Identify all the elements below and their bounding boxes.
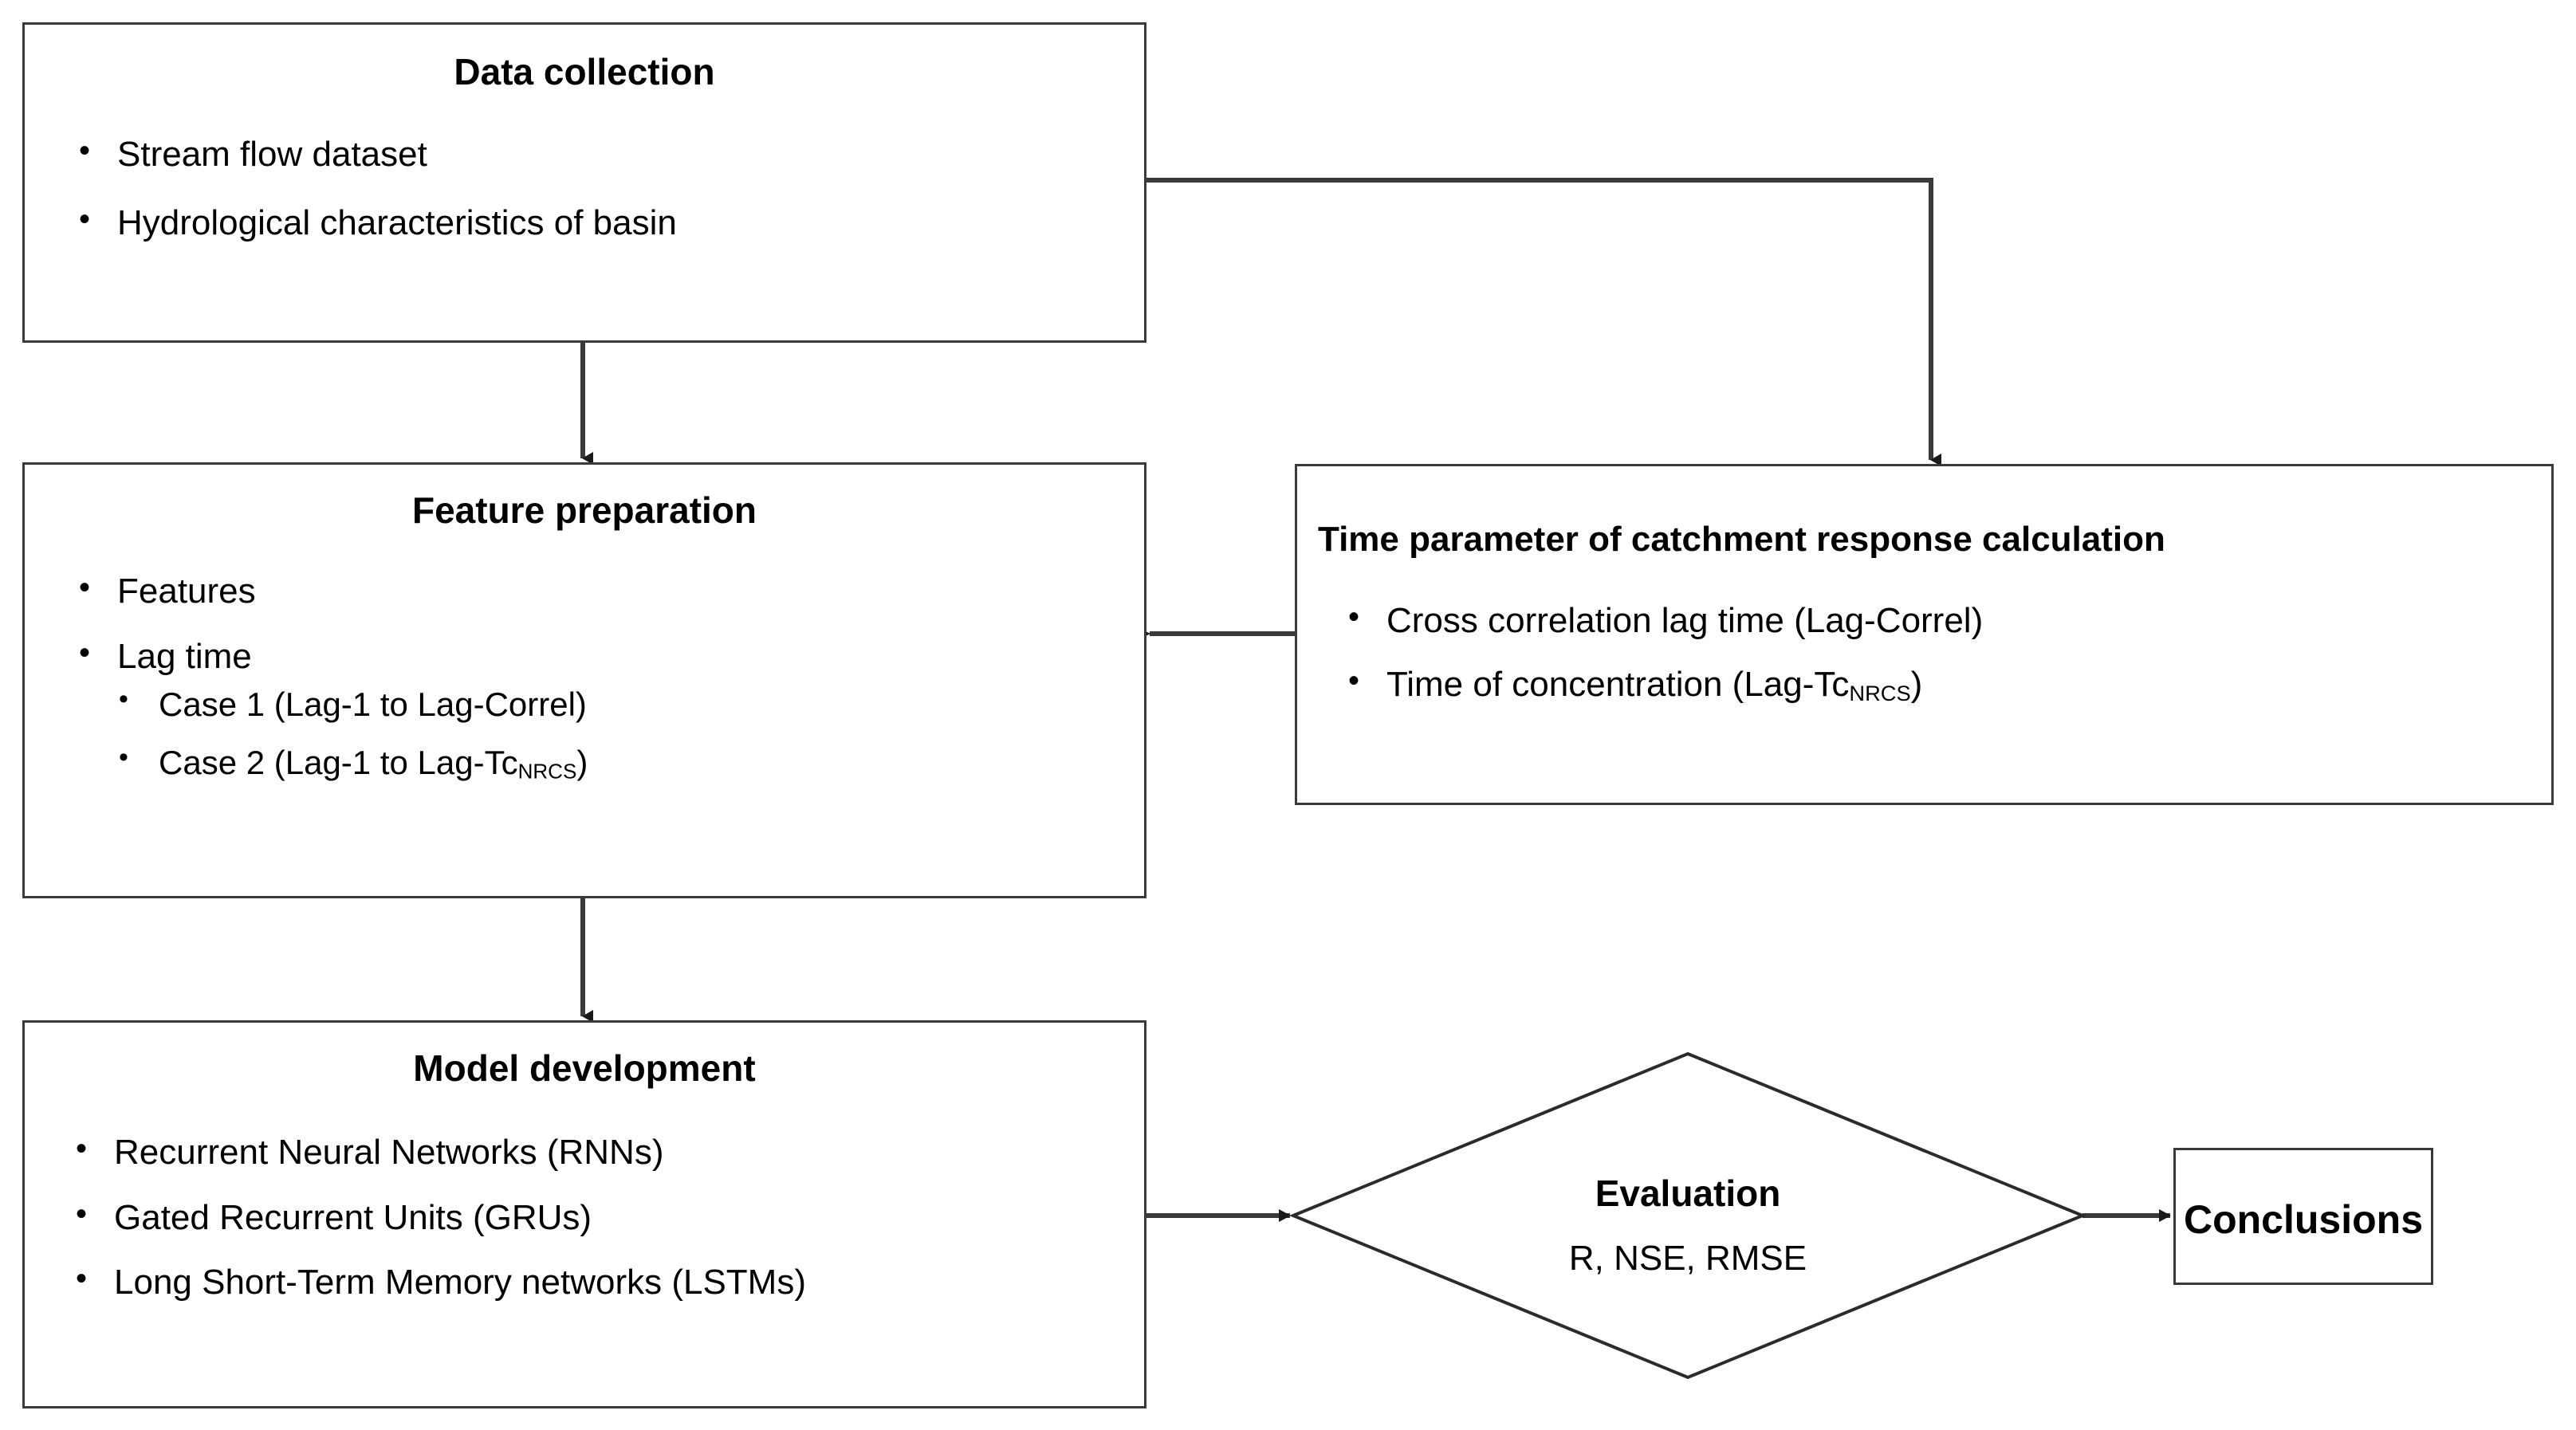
node-model-development-bullets: Recurrent Neural Networks (RNNs) Gated R… [69, 1130, 1144, 1304]
node-data-collection-title: Data collection [454, 51, 715, 92]
sub-item-subscript: NRCS [517, 759, 577, 784]
list-item: Long Short-Term Memory networks (LSTMs) [69, 1260, 1144, 1303]
node-time-parameter[interactable]: Time parameter of catchment response cal… [1295, 464, 2554, 805]
node-feature-preparation[interactable]: Feature preparation Features Lag time Ca… [22, 462, 1146, 898]
list-item: Lag time [73, 634, 1144, 678]
sub-item-text: Case 2 (Lag-1 to Lag-Tc [159, 743, 518, 781]
node-feature-preparation-title: Feature preparation [412, 489, 757, 531]
node-feature-preparation-subbullets: Case 1 (Lag-1 to Lag-Correl) Case 2 (Lag… [114, 683, 1144, 784]
list-item-sub: Case 1 (Lag-1 to Lag-Correl) [114, 683, 1144, 725]
node-model-development[interactable]: Model development Recurrent Neural Netwo… [22, 1020, 1146, 1408]
bullet-subscript: NRCS [1849, 681, 1911, 706]
bullet-text: Time of concentration (Lag-Tc [1386, 665, 1850, 705]
node-feature-preparation-bullets: Features Lag time [73, 569, 1144, 678]
node-conclusions[interactable]: Conclusions [2173, 1148, 2433, 1285]
list-item: Hydrological characteristics of basin [73, 201, 1144, 244]
edge-data-to-time [1144, 178, 1941, 466]
list-item: Cross correlation lag time (Lag-Correl) [1342, 599, 2551, 642]
node-time-parameter-title: Time parameter of catchment response cal… [1318, 520, 2165, 559]
list-item-sub: Case 2 (Lag-1 to Lag-TcNRCS) [114, 741, 1144, 784]
node-conclusions-title: Conclusions [2183, 1197, 2424, 1242]
node-data-collection-bullets: Stream flow dataset Hydrological charact… [73, 132, 1144, 244]
node-model-development-title: Model development [413, 1047, 756, 1089]
bullet-suffix: ) [1910, 665, 1923, 705]
list-item: Stream flow dataset [73, 132, 1144, 175]
list-item: Recurrent Neural Networks (RNNs) [69, 1130, 1144, 1173]
sub-item-text: Case 1 (Lag-1 to Lag-Correl) [159, 686, 587, 724]
node-evaluation[interactable]: Evaluation R, NSE, RMSE [1293, 1054, 2082, 1377]
bullet-text: Cross correlation lag time (Lag-Correl) [1386, 601, 1984, 641]
node-evaluation-subtitle: R, NSE, RMSE [1568, 1239, 1807, 1278]
list-item: Time of concentration (Lag-TcNRCS) [1342, 662, 2551, 706]
sub-item-suffix: ) [576, 743, 588, 781]
node-evaluation-title: Evaluation [1595, 1173, 1781, 1214]
node-data-collection[interactable]: Data collection Stream flow dataset Hydr… [22, 22, 1146, 343]
list-item: Gated Recurrent Units (GRUs) [69, 1196, 1144, 1239]
node-time-parameter-bullets: Cross correlation lag time (Lag-Correl) … [1342, 599, 2551, 706]
list-item: Features [73, 569, 1144, 612]
node-feature-preparation-subbullet-wrap: Case 1 (Lag-1 to Lag-Correl) Case 2 (Lag… [114, 683, 1144, 784]
